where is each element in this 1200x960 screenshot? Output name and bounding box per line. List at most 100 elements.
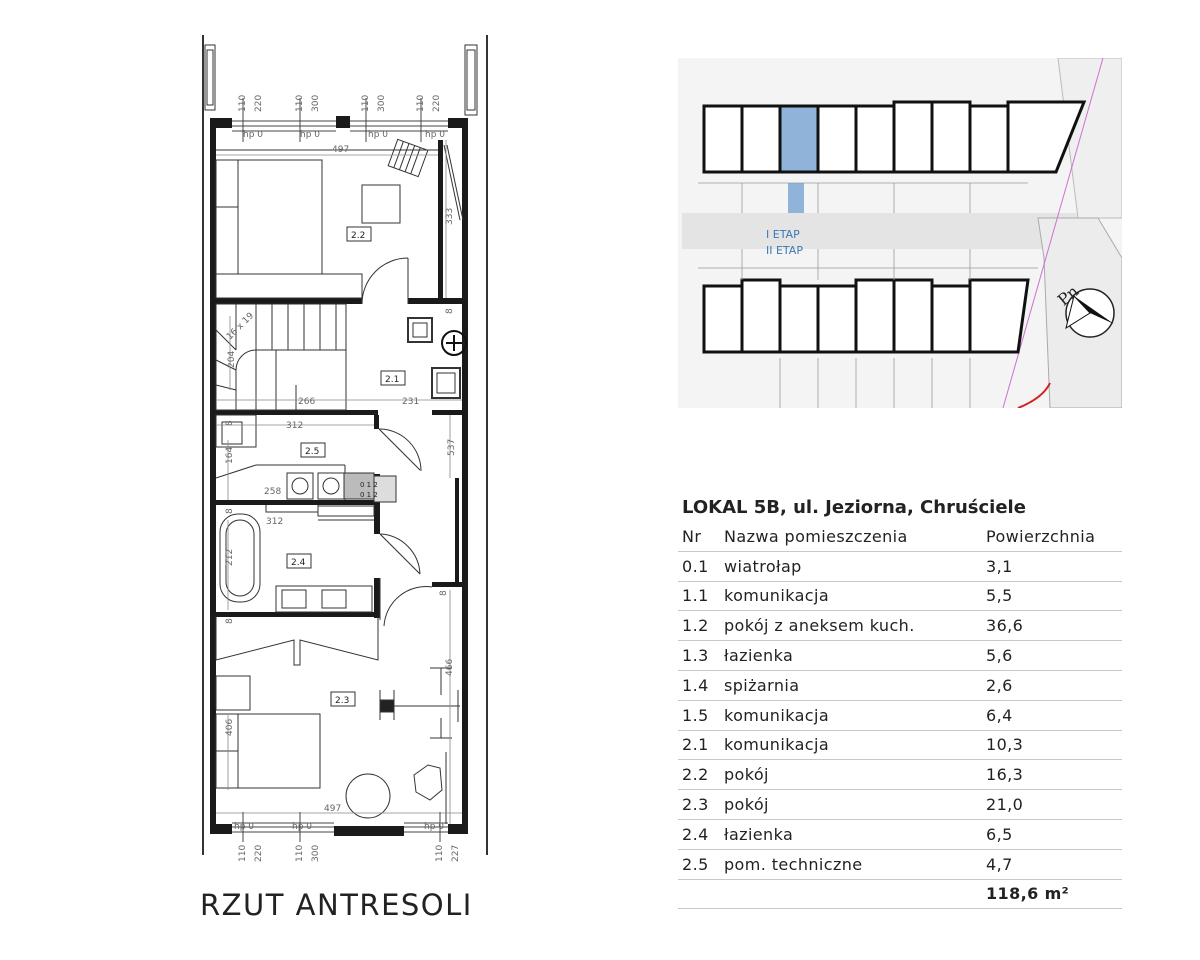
dim-wall-5: 8 [445,308,455,314]
row-no: 1.1 [678,581,720,612]
table-row: 1.2 pokój z aneksem kuch. 36,6 [678,610,1122,642]
row-area: 4,7 [982,849,1122,880]
plot-boundaries [202,35,488,855]
outer-walls [210,116,468,836]
row-name: komunikacja [720,700,982,731]
row-no: 1.2 [678,610,720,642]
window-1-hp: hp 0 [243,130,263,140]
dim-hall-width: 231 [402,397,419,407]
room-label-21: 2.1 [385,375,399,385]
total-spacer-1 [678,879,720,910]
window-b1-sill: 110 [238,845,248,862]
site-plan: I ETAP II ETAP Pn [678,58,1122,408]
top-window-lines [232,120,448,833]
table-header-row: Nr Nazwa pomieszczenia Powierzchnia [678,522,1122,552]
window-labels-bottom: hp 0 hp 0 hp 0 110 220 110 300 110 227 [234,822,461,862]
window-b3-sill: 110 [435,845,445,862]
window-1-sill: 110 [238,95,248,112]
window-1-height: 220 [254,95,264,112]
dimension-lines [216,140,462,824]
window-b1-hp: hp 0 [234,822,254,832]
plan-title: RZUT ANTRESOLI [200,888,473,922]
interior-walls [216,140,464,618]
total-spacer-2 [720,879,982,910]
table-row: 0.1 wiatrołap 3,1 [678,551,1122,582]
row-name: pokój [720,759,982,791]
plus-icon [441,330,467,356]
dim-room23-width: 497 [324,804,341,814]
window-labels-top: 110 220 110 300 110 300 110 220 hp 0 hp … [238,95,445,140]
highlighted-unit [778,104,820,174]
row-no: 2.4 [678,819,720,850]
bathroom-24 [219,505,375,613]
dim-room23-bed: 406 [225,719,235,736]
window-3-sill: 110 [361,95,371,112]
dim-stair-depth: 204 [227,351,237,368]
dim-bath-depth: 212 [225,549,235,566]
row-area: 5,6 [982,640,1122,671]
row-area: 6,5 [982,819,1122,850]
row-of-houses-south [702,278,1030,354]
boiler-code-1: 0 1 2 [360,481,378,489]
room-label-22: 2.2 [351,231,365,241]
window-b2-height: 300 [311,845,321,862]
window-marks-top [232,98,448,142]
boiler-codes: 0 1 2 0 1 2 [360,481,378,499]
dim-hall-depth: 537 [447,439,457,456]
window-b3-height: 227 [451,845,461,862]
dim-wall-1: 8 [225,420,235,426]
dim-wall-4: 8 [439,590,449,596]
window-2-hp: hp 0 [300,130,320,140]
row-area: 16,3 [982,759,1122,791]
row-no: 2.5 [678,849,720,880]
bedroom-22-furniture [215,138,464,299]
compass-icon [1065,288,1115,338]
window-4-hp: hp 0 [425,130,445,140]
window-b3-hp: hp 0 [424,822,444,832]
row-name: pom. techniczne [720,849,982,880]
window-3-height: 300 [377,95,387,112]
row-name: łazienka [720,640,982,671]
row-name: wiatrołap [720,551,982,582]
row-no: 1.3 [678,640,720,671]
dim-wall-2: 8 [225,508,235,514]
row-no: 1.4 [678,670,720,701]
staircase [215,303,347,411]
dim-room23-depth: 466 [445,659,455,676]
dim-room25-depth: 164 [225,447,235,464]
unit-title: LOKAL 5B, ul. Jeziorna, Chruściele [682,497,1026,518]
window-b2-sill: 110 [295,845,305,862]
doors [361,257,433,627]
table-row: 2.1 komunikacja 10,3 [678,730,1122,761]
site-details [698,182,1038,408]
row-name: komunikacja [720,730,982,761]
dim-bath-width: 312 [266,517,283,527]
table-row: 1.5 komunikacja 6,4 [678,700,1122,731]
table-row: 2.3 pokój 21,0 [678,789,1122,820]
window-4-height: 220 [432,95,442,112]
row-no: 1.5 [678,700,720,731]
dim-room22-depth: 333 [445,208,455,225]
highlighted-entry [788,183,804,213]
window-4-sill: 110 [416,95,426,112]
row-name: łazienka [720,819,982,850]
table-row: 1.4 spiżarnia 2,6 [678,670,1122,701]
window-3-hp: hp 0 [368,130,388,140]
table-row: 2.4 łazienka 6,5 [678,819,1122,850]
row-area: 5,5 [982,581,1122,612]
table-row: 2.2 pokój 16,3 [678,759,1122,791]
room-label-23: 2.3 [335,696,349,706]
total-area: 118,6 m² [982,879,1122,910]
header-no: Nr [678,522,720,552]
row-name: pokój [720,789,982,820]
row-no: 2.2 [678,759,720,791]
table-row: 1.3 łazienka 5,6 [678,640,1122,671]
row-name: pokój z aneksem kuch. [720,610,982,642]
window-2-height: 300 [311,95,321,112]
table-row: 2.5 pom. techniczne 4,7 [678,849,1122,880]
table-total-row: 118,6 m² [678,879,1122,910]
hall-21-items [407,317,461,399]
row-area: 36,6 [982,610,1122,642]
room-table: Nr Nazwa pomieszczenia Powierzchnia 0.1 … [678,522,1122,910]
dim-wall-3: 8 [225,618,235,624]
